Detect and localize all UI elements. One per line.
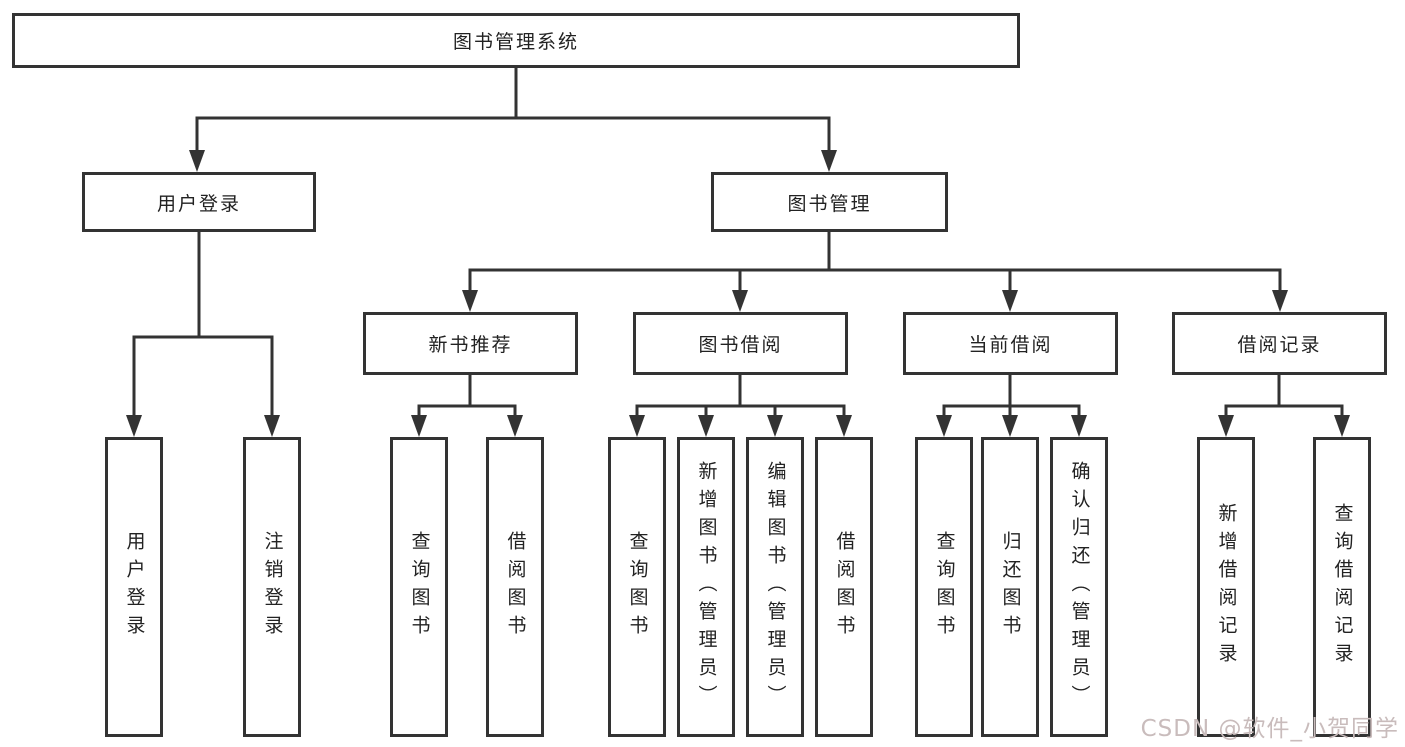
node-user-login: 用户登录 [82, 172, 316, 232]
node-label: 新增借阅记录 [1215, 503, 1238, 671]
node-book-borrowing: 图书借阅 [633, 312, 848, 375]
node-label: 图书管理 [787, 192, 872, 215]
node-label: 归还图书 [999, 531, 1022, 643]
node-current-borrowing: 当前借阅 [903, 312, 1118, 375]
leaf-borrowing-query-books: 查询图书 [608, 437, 666, 737]
node-label: 新书推荐 [428, 334, 513, 356]
leaf-logout: 注销登录 [243, 437, 301, 737]
node-label: 当前借阅 [968, 334, 1053, 356]
leaf-query-borrow-record: 查询借阅记录 [1313, 437, 1371, 737]
node-root: 图书管理系统 [12, 13, 1020, 68]
node-label: 图书管理系统 [452, 31, 579, 53]
leaf-borrowing-borrow-books: 借阅图书 [815, 437, 873, 737]
node-label: 查询图书 [626, 531, 649, 643]
leaf-current-query-books: 查询图书 [915, 437, 973, 737]
leaf-add-borrow-record: 新增借阅记录 [1197, 437, 1255, 737]
leaf-confirm-return-admin: 确认归还（管理员） [1050, 437, 1108, 737]
node-label: 注销登录 [261, 531, 284, 643]
node-label: 借阅图书 [833, 531, 856, 643]
node-book-management: 图书管理 [711, 172, 948, 232]
node-label: 查询借阅记录 [1331, 503, 1354, 671]
node-label: 借阅记录 [1237, 334, 1322, 356]
node-label: 新增图书（管理员） [695, 461, 718, 713]
node-label: 用户登录 [156, 192, 241, 215]
leaf-user-login: 用户登录 [105, 437, 163, 737]
leaf-add-books-admin: 新增图书（管理员） [677, 437, 735, 737]
node-borrowing-records: 借阅记录 [1172, 312, 1387, 375]
node-new-book-recommend: 新书推荐 [363, 312, 578, 375]
node-label: 查询图书 [408, 531, 431, 643]
node-label: 用户登录 [123, 531, 146, 643]
node-label: 借阅图书 [504, 531, 527, 643]
node-label: 编辑图书（管理员） [764, 461, 787, 713]
node-label: 图书借阅 [698, 334, 783, 356]
node-label: 查询图书 [933, 531, 956, 643]
leaf-return-books: 归还图书 [981, 437, 1039, 737]
leaf-recommend-borrow-books: 借阅图书 [486, 437, 544, 737]
node-label: 确认归还（管理员） [1068, 461, 1091, 713]
watermark: CSDN @软件_小贺同学 [1140, 716, 1399, 742]
leaf-edit-books-admin: 编辑图书（管理员） [746, 437, 804, 737]
leaf-recommend-query-books: 查询图书 [390, 437, 448, 737]
